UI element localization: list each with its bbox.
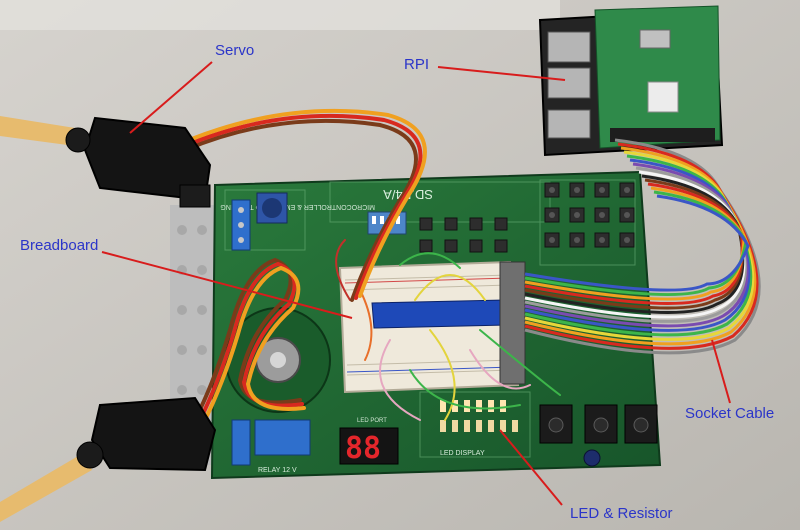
ribbon-connector bbox=[499, 261, 526, 385]
power-jacks bbox=[539, 404, 658, 444]
rpi-usb-port-1 bbox=[547, 31, 591, 63]
label-led-resistor: LED & Resistor bbox=[570, 505, 673, 522]
jumper-wires bbox=[335, 239, 561, 421]
servo-stick-bottom bbox=[0, 452, 92, 522]
raspberry-pi-board bbox=[538, 5, 724, 157]
board-subtitle-text: MICROCONTROLLER & EMBEDDED TRAINING bbox=[220, 203, 375, 210]
label-rpi: RPI bbox=[404, 56, 430, 73]
label-breadboard: Breadboard bbox=[20, 237, 99, 254]
speaker-center bbox=[270, 352, 286, 368]
leader-lines bbox=[101, 61, 731, 506]
top-surface-glare bbox=[0, 0, 560, 30]
rpi-hdmi-port bbox=[639, 29, 671, 49]
leader-line-led bbox=[499, 429, 563, 506]
seven-segment-display bbox=[339, 427, 399, 465]
relay-label-text: RELAY 12 V bbox=[258, 467, 297, 474]
breadboard-rail-red bbox=[344, 277, 511, 284]
breadboard-rail-blue bbox=[346, 366, 516, 373]
led-port-label-text: LED PORT bbox=[357, 418, 387, 424]
gpio-extension-board bbox=[371, 299, 508, 329]
servo-cable-top bbox=[183, 108, 427, 302]
pcb-silkscreen bbox=[224, 179, 636, 458]
label-socket-cable: Socket Cable bbox=[685, 405, 775, 422]
potentiometer-knob bbox=[262, 198, 282, 218]
lego-studs bbox=[177, 225, 207, 435]
rpi-ethernet-port bbox=[547, 109, 591, 139]
leader-line-breadboard bbox=[101, 251, 353, 319]
leader-line-rpi bbox=[437, 66, 566, 81]
socket-cable bbox=[524, 138, 761, 355]
label-servo: Servo bbox=[215, 42, 255, 59]
terminal-block-bottom bbox=[231, 419, 251, 466]
leader-line-servo bbox=[129, 61, 213, 134]
led-row bbox=[440, 400, 518, 432]
servo-cable-bottom bbox=[193, 257, 306, 426]
servo-stick-top bbox=[0, 116, 75, 146]
led-display-label-text: LED DISPLAY bbox=[440, 450, 485, 457]
servo-motor-top bbox=[65, 116, 212, 208]
relay-module bbox=[254, 419, 311, 456]
seven-segment-digits: 88 bbox=[345, 431, 381, 466]
leader-line-socket-cable bbox=[711, 339, 731, 404]
rpi-gpio-header bbox=[610, 128, 715, 142]
breadboard-holes bbox=[344, 274, 516, 376]
rpi-usb-port-2 bbox=[547, 67, 591, 99]
rpi-cpu bbox=[647, 81, 679, 113]
servo-motor-bottom bbox=[76, 396, 217, 472]
button-matrix bbox=[419, 182, 635, 253]
capacitor bbox=[583, 449, 601, 467]
